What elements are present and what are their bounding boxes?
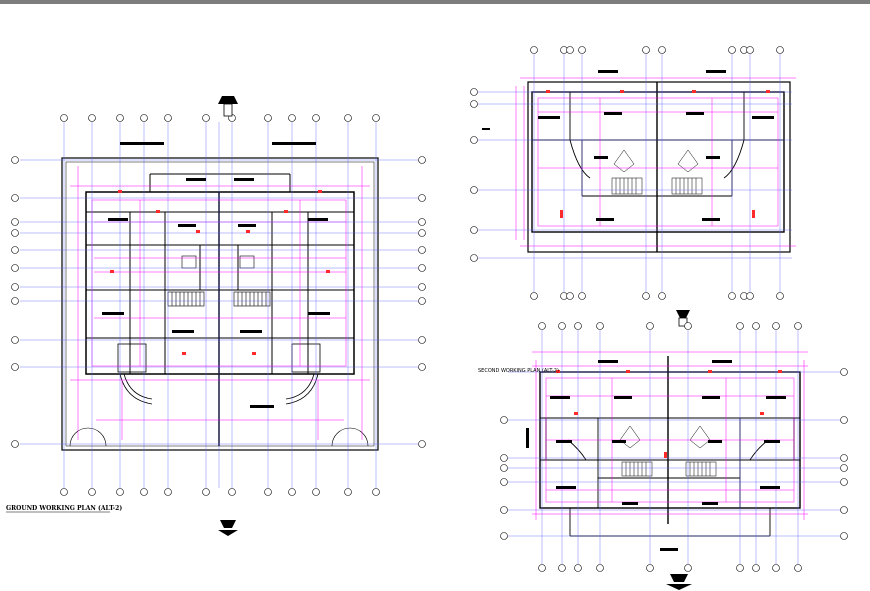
second-plan: SECOND WORKING PLAN (ALT-2) bbox=[478, 322, 848, 590]
ground-stairs bbox=[167, 255, 271, 307]
ground-plan-title: GROUND WORKING PLAN (ALT-2) bbox=[6, 505, 122, 512]
ground-grid-lines bbox=[20, 122, 418, 488]
ground-porches bbox=[117, 343, 321, 405]
second-plan-title: SECOND WORKING PLAN (ALT-2) bbox=[478, 368, 559, 374]
ground-grid-bubbles bbox=[11, 114, 426, 496]
upper-north-arrow bbox=[676, 310, 690, 327]
ground-dimension-lines bbox=[70, 166, 370, 440]
second-dimension-lines bbox=[532, 351, 808, 520]
upper-dimension-lines bbox=[515, 77, 796, 247]
second-room-tags bbox=[526, 360, 786, 551]
upper-grid-bubbles bbox=[470, 46, 784, 300]
upper-grid-lines bbox=[478, 54, 792, 292]
upper-room-tags bbox=[482, 70, 774, 221]
second-stairs bbox=[619, 425, 717, 477]
ground-building-outline bbox=[85, 191, 355, 375]
upper-plan-boundary bbox=[527, 81, 791, 253]
upper-right-plan bbox=[470, 46, 796, 327]
ground-room-tags bbox=[102, 142, 330, 408]
second-north-arrow bbox=[666, 574, 692, 590]
upper-stairs bbox=[611, 149, 703, 195]
ground-gates bbox=[69, 427, 369, 447]
upper-annotation-marks bbox=[546, 90, 770, 218]
upper-interior-walls bbox=[532, 92, 784, 197]
ground-inner-boundary bbox=[65, 161, 375, 447]
ground-plan: GROUND WORKING PLAN (ALT-2) bbox=[6, 96, 426, 536]
ground-north-arrow-bottom bbox=[218, 520, 238, 536]
ground-north-arrow-top bbox=[218, 96, 238, 117]
second-interior-walls bbox=[540, 417, 800, 537]
second-grid-bubbles bbox=[500, 322, 848, 572]
ground-interior-walls bbox=[86, 173, 354, 374]
ground-annotation-marks bbox=[110, 190, 330, 355]
second-grid-lines bbox=[508, 330, 840, 564]
second-annotation-marks bbox=[556, 370, 782, 458]
window-top-bar bbox=[0, 0, 870, 4]
ground-site-boundary bbox=[61, 157, 379, 451]
